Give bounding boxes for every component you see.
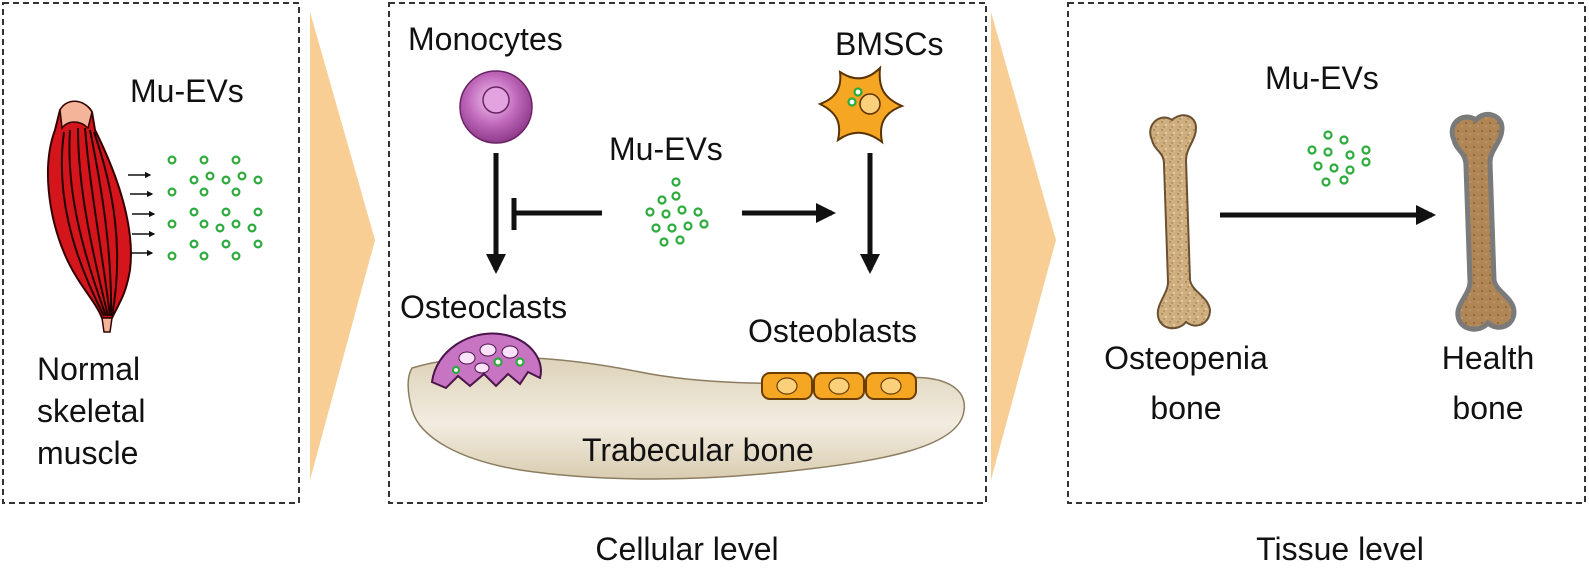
ev-vesicle (253, 207, 263, 217)
ev-vesicle (699, 219, 709, 229)
ev-vesicle (677, 205, 687, 215)
ev-vesicle (189, 207, 199, 217)
muscle-label-line1: Normal (37, 351, 140, 387)
ev-vesicle (671, 191, 681, 201)
ev-cluster-icon (1307, 130, 1371, 187)
ev-vesicle (1307, 145, 1317, 155)
ev-vesicle (189, 175, 199, 185)
osteoclast-icon (430, 332, 542, 390)
chevron-arrow-2 (991, 12, 1056, 480)
ev-vesicle (215, 223, 225, 233)
tissue-ev-label: Mu-EVs (1265, 60, 1379, 96)
monocyte-icon (459, 70, 533, 144)
ev-vesicle (189, 239, 199, 249)
ev-vesicle (231, 155, 241, 165)
osteoclasts-label: Osteoclasts (400, 289, 567, 325)
bmsc-icon (817, 65, 905, 145)
panel-tissue-border (1067, 2, 1586, 504)
release-arrows (128, 171, 156, 257)
ev-vesicle (199, 251, 209, 261)
ev-vesicle (1321, 177, 1331, 187)
inhibition-arrow (511, 198, 602, 230)
ev-vesicle (199, 219, 209, 229)
panel-cellular: Monocytes BMSCs Mu-EVs Osteoclasts Osteo… (388, 2, 987, 504)
ev-vesicle (1361, 157, 1371, 167)
ev-vesicle (1323, 147, 1333, 157)
ev-vesicle (221, 239, 231, 249)
ev-vesicle (231, 187, 241, 197)
ev-vesicle (167, 155, 177, 165)
ev-vesicle (683, 221, 693, 231)
bone-icon (1449, 111, 1517, 332)
panel-muscle: Mu-EVs Normal skeletal muscle (2, 2, 300, 504)
ev-vesicle (1329, 163, 1339, 173)
bone-icon (1149, 114, 1212, 330)
ev-vesicle (167, 251, 177, 261)
ev-vesicle (231, 251, 241, 261)
osteoblasts-label: Osteoblasts (748, 313, 917, 349)
ev-vesicle (167, 219, 177, 229)
ev-vesicle (671, 177, 681, 187)
ev-vesicle (167, 187, 177, 197)
ev-vesicle (1323, 130, 1333, 140)
panel-muscle-ev-label: Mu-EVs (130, 73, 244, 109)
ev-vesicle (1361, 145, 1371, 155)
ev-vesicle (675, 235, 685, 245)
ev-cluster-icon (645, 177, 709, 247)
panel-cellular-border (388, 2, 987, 504)
bmscs-label: BMSCs (835, 26, 943, 62)
osteopenia-label-line1: Osteopenia (1104, 340, 1268, 376)
ev-vesicle (247, 223, 257, 233)
ev-vesicle (199, 187, 209, 197)
health-label-line2: bone (1452, 390, 1523, 426)
ev-vesicle (221, 207, 231, 217)
ev-vesicle (221, 175, 231, 185)
muscle-icon (47, 100, 132, 333)
ev-vesicle (253, 175, 263, 185)
chevron-arrow-1 (310, 12, 375, 480)
ev-cluster-icon (167, 155, 263, 261)
ev-vesicle (237, 171, 247, 181)
cellular-ev-label: Mu-EVs (609, 131, 723, 167)
ev-vesicle (253, 239, 263, 249)
health-label-line1: Health (1442, 340, 1535, 376)
tissue-level-caption: Tissue level (1256, 531, 1424, 567)
muscle-label-line3: muscle (37, 435, 138, 471)
monocytes-label: Monocytes (408, 21, 563, 57)
ev-vesicle (661, 209, 671, 219)
ev-vesicle (1339, 135, 1349, 145)
ev-vesicle (659, 237, 669, 247)
ev-vesicle (1313, 161, 1323, 171)
ev-vesicle (205, 171, 215, 181)
cellular-level-caption: Cellular level (595, 531, 778, 567)
ev-vesicle (1345, 150, 1355, 160)
ev-vesicle (667, 223, 677, 233)
ev-vesicle (645, 207, 655, 217)
ev-vesicle (231, 219, 241, 229)
ev-vesicle (199, 155, 209, 165)
ev-vesicle (1339, 175, 1349, 185)
trabecular-bone-label: Trabecular bone (582, 432, 814, 468)
ev-vesicle (693, 207, 703, 217)
panel-muscle-border (2, 2, 300, 504)
ev-vesicle (651, 223, 661, 233)
panel-tissue: Mu-EVs Osteopenia bone Health bone (1067, 2, 1586, 504)
ev-vesicle (1345, 165, 1355, 175)
osteoblast-icon (761, 372, 917, 400)
muscle-label-line2: skeletal (37, 393, 146, 429)
osteopenia-label-line2: bone (1150, 390, 1221, 426)
ev-vesicle (657, 195, 667, 205)
